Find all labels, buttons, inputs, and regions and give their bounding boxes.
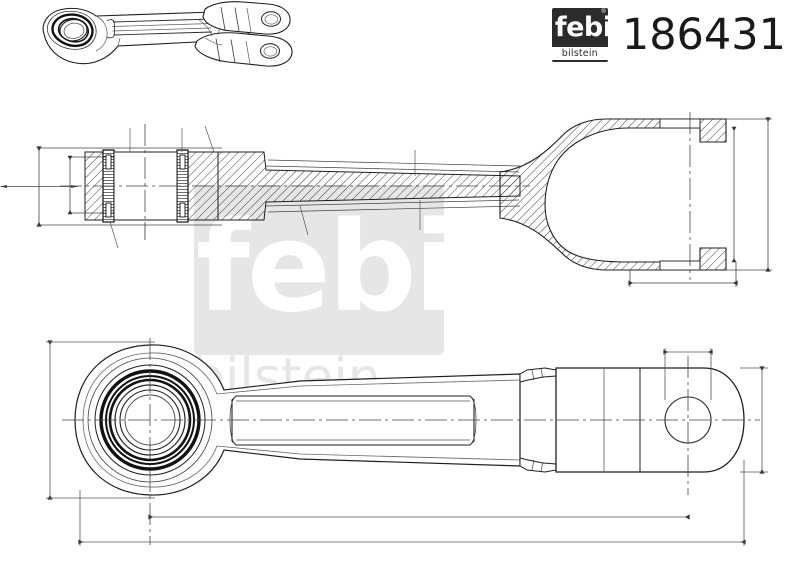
section-leader-lines [109,125,421,249]
part-number: 186431 [621,10,786,60]
plan-view [46,338,768,546]
fork-yoke-section [499,118,727,271]
section-right-dimensions [628,117,772,287]
febi-bilstein-logo: ® febi bilstein [551,8,608,62]
logo-febi-text: febi [554,12,608,43]
section-centrelines [60,112,691,280]
brand-header: ® febi bilstein 186431 [551,8,786,62]
plan-shaft [229,395,477,446]
plan-centrelines [62,338,760,545]
logo-bilstein-text: bilstein [551,47,608,60]
plan-dimensions [46,340,768,546]
cross-section-view [0,112,772,287]
registered-trademark-icon: ® [601,9,606,15]
isometric-view [42,1,293,67]
